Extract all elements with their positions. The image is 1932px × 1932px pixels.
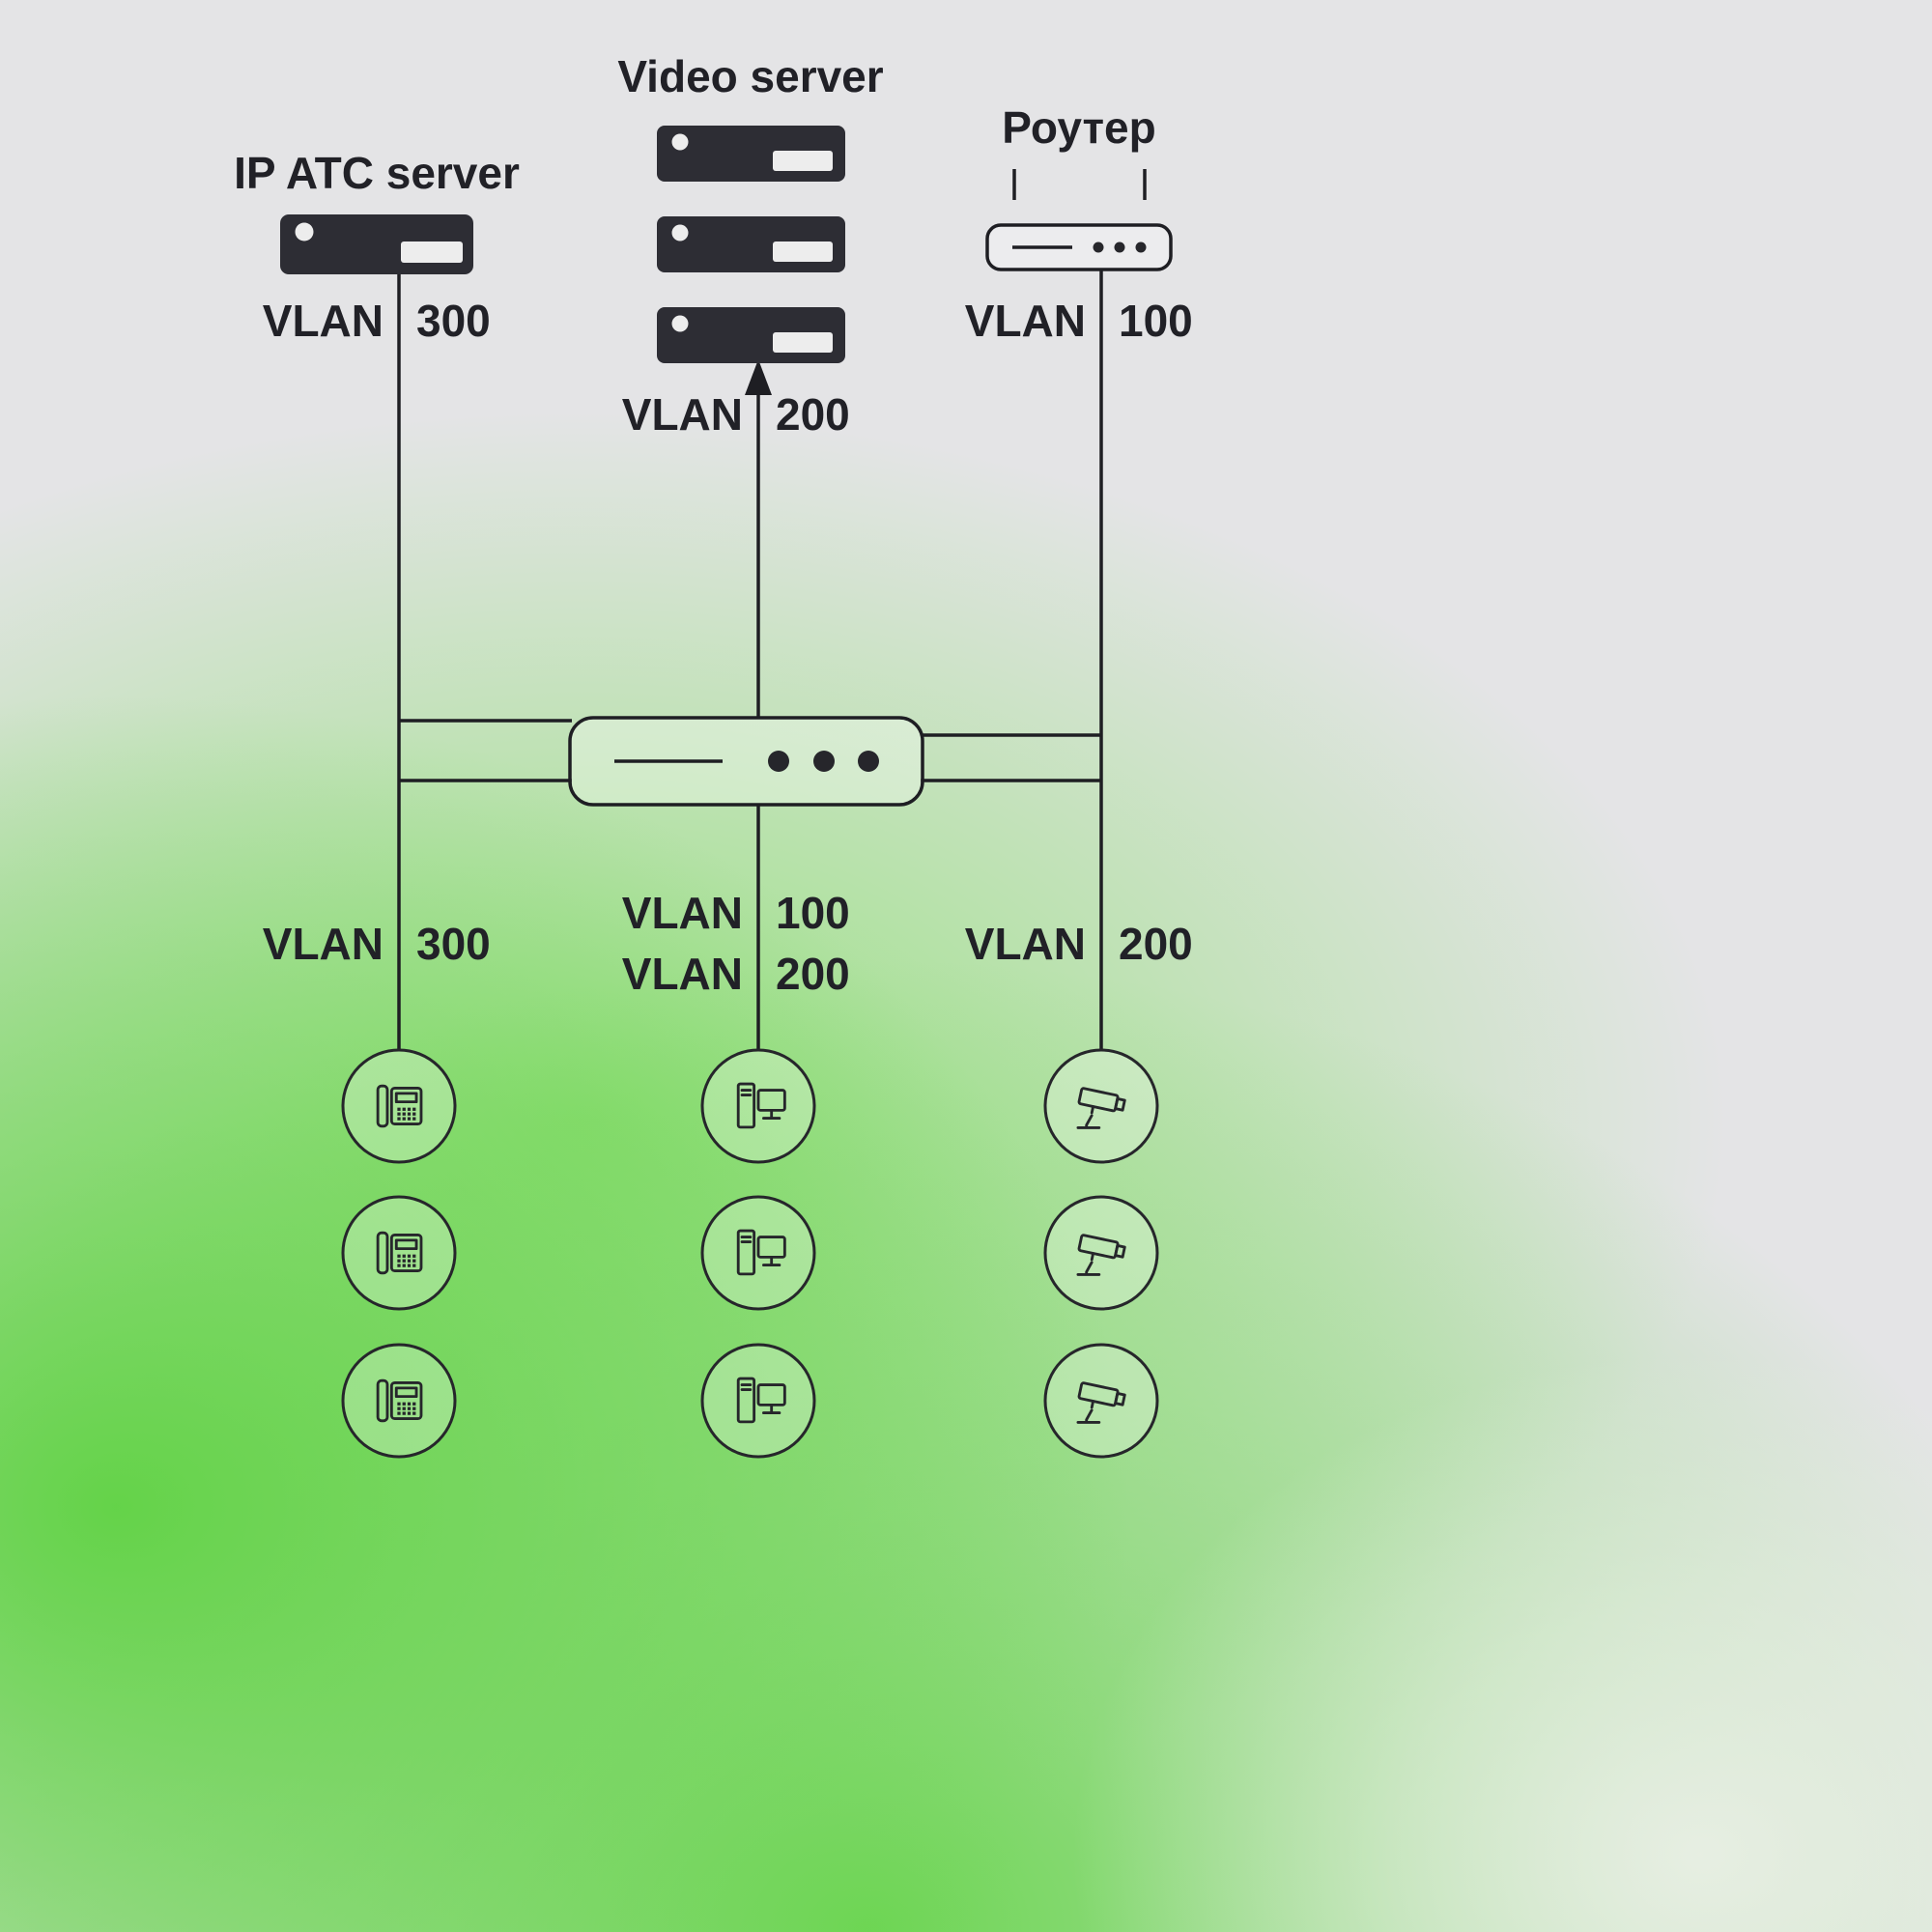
ip-phone-icon — [341, 1195, 457, 1311]
cctv-camera-icon — [1043, 1048, 1159, 1164]
workstation-icon — [700, 1048, 816, 1164]
vlan-word: VLAN — [262, 919, 384, 969]
vlan-word: VLAN — [964, 919, 1086, 969]
vlan-id: 100 — [776, 888, 850, 938]
video-server-unit-icon — [657, 126, 845, 182]
vlan-id: 100 — [1119, 296, 1193, 346]
cctv-camera-icon — [1043, 1343, 1159, 1459]
router-label: Роутер — [1002, 102, 1156, 153]
cctv-camera-icon — [1043, 1195, 1159, 1311]
vlan-word: VLAN — [621, 888, 743, 938]
vlan-word: VLAN — [964, 296, 1086, 346]
switch-icon — [568, 716, 924, 807]
ip-atc-server-label: IP ATC server — [234, 148, 520, 198]
vlan-id: 300 — [416, 919, 491, 969]
router-icon — [985, 169, 1173, 271]
ip-phone-icon — [341, 1048, 457, 1164]
vlan-id: 300 — [416, 296, 491, 346]
vlan-word: VLAN — [621, 389, 743, 440]
computer-group — [700, 1048, 816, 1459]
workstation-icon — [700, 1343, 816, 1459]
video-server-stack-icon — [657, 126, 845, 363]
vlan-word: VLAN — [262, 296, 384, 346]
video-server-unit-icon — [657, 216, 845, 272]
phone-group — [341, 1048, 457, 1459]
vlan-id: 200 — [776, 949, 850, 999]
vlan-id: 200 — [776, 389, 850, 440]
arrow-up-icon — [745, 359, 772, 395]
connection-lines — [397, 270, 1103, 1050]
ip-phone-icon — [341, 1343, 457, 1459]
vlan-id: 200 — [1119, 919, 1193, 969]
video-server-unit-icon — [657, 307, 845, 363]
video-server-label: Video server — [617, 51, 884, 101]
camera-group — [1043, 1048, 1159, 1459]
ip-atc-server-icon — [280, 214, 473, 274]
vlan-word: VLAN — [621, 949, 743, 999]
workstation-icon — [700, 1195, 816, 1311]
